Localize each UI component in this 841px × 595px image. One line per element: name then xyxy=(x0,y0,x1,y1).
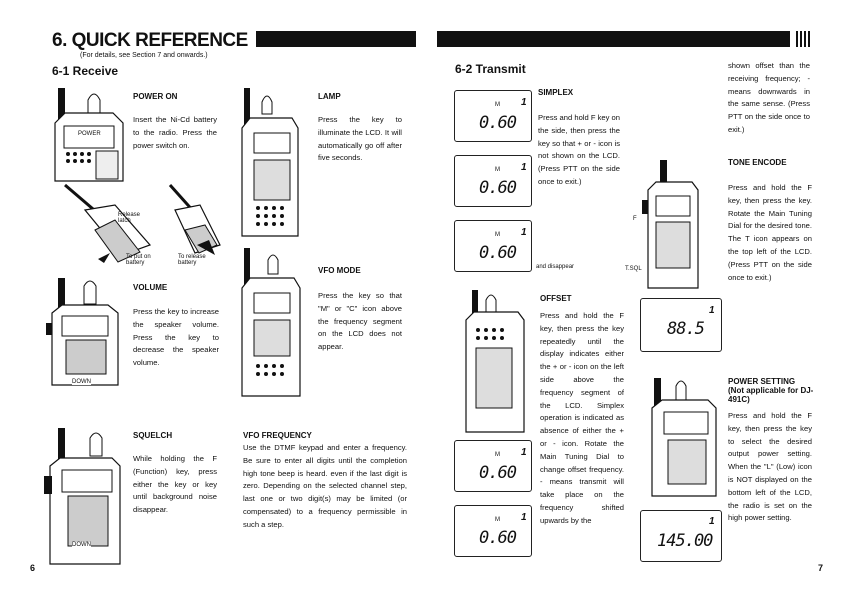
page-number-right: 7 xyxy=(818,563,824,573)
radio-illustration-power-setting xyxy=(651,378,717,497)
radio-illustration-lamp xyxy=(241,88,299,237)
label-and-disappear: and disappear xyxy=(536,264,575,270)
heading-vfo-frequency: VFO FREQUENCY xyxy=(243,431,312,440)
lcd-frequency-4: 0.60 xyxy=(479,463,517,483)
lcd-display-tone: 1 88.5 xyxy=(640,298,722,352)
text-vfo-frequency: Use the DTMF keypad and enter a frequenc… xyxy=(243,443,407,529)
lcd-display-4: M 1 0.60 xyxy=(454,440,532,492)
title-bar-right xyxy=(437,31,790,47)
page-number-left: 6 xyxy=(30,563,36,573)
radio-illustration-tone xyxy=(642,160,699,289)
heading-simplex: SIMPLEX xyxy=(538,88,574,97)
title-bar-left xyxy=(256,31,416,47)
lcd-display-5: M 1 0.60 xyxy=(454,505,532,557)
label-down-squelch: DOWN xyxy=(72,542,91,548)
text-simplex: Press and hold F key on the side, then p… xyxy=(538,113,620,186)
text-lamp: Press the key to illuminate the LCD. It … xyxy=(318,115,402,163)
lcd-m-icon: M xyxy=(495,517,500,523)
label-f-tone: F xyxy=(633,216,637,222)
lcd-display-2: M 1 0.60 xyxy=(454,155,532,207)
lcd-frequency-power: 145.00 xyxy=(657,531,713,551)
heading-power-on: POWER ON xyxy=(133,92,178,101)
label-release-latch: Release latch xyxy=(118,212,141,224)
lcd-display-1: M 1 0.60 xyxy=(454,90,532,142)
label-release-battery: To release battery xyxy=(178,254,206,266)
lcd-display-power: 1 145.00 xyxy=(640,510,722,562)
label-f-squelch: F xyxy=(45,486,49,492)
heading-offset: OFFSET xyxy=(540,294,572,303)
text-power-on: Insert the Ni-Cd battery to the radio. P… xyxy=(133,115,217,150)
radio-illustration-offset xyxy=(465,290,525,433)
heading-vfo-mode: VFO MODE xyxy=(318,266,361,275)
text-power-setting: Press and hold the F key, then press the… xyxy=(728,411,812,523)
heading-lamp: LAMP xyxy=(318,92,341,101)
lcd-display-3: M 1 0.60 xyxy=(454,220,532,272)
section-heading-transmit: 6-2 Transmit xyxy=(455,62,526,76)
lcd-m-icon: M xyxy=(495,452,500,458)
lcd-frequency-2: 0.60 xyxy=(479,178,517,198)
lcd-channel-icon: 1 xyxy=(709,516,715,527)
lcd-frequency-tone: 88.5 xyxy=(667,319,705,339)
text-squelch: While holding the F (Function) key, pres… xyxy=(133,454,217,515)
text-volume: Press the key to increase the speaker vo… xyxy=(133,307,219,368)
page-title: 6. QUICK REFERENCE xyxy=(52,30,248,51)
text-vfo-mode: Press the key so that "M" or "C" icon ab… xyxy=(318,291,402,352)
battery-illustration xyxy=(64,183,221,263)
label-put-on-battery: To put on battery xyxy=(126,254,151,266)
label-power: POWER xyxy=(78,131,101,137)
label-down-volume: DOWN xyxy=(72,379,91,385)
lcd-channel-icon: 1 xyxy=(521,447,527,458)
lcd-frequency-3: 0.60 xyxy=(479,243,517,263)
lcd-m-icon: M xyxy=(495,167,500,173)
radio-illustration-volume xyxy=(46,278,119,386)
power-setting-note: (Not applicable for DJ-491C) xyxy=(728,386,814,404)
heading-squelch: SQUELCH xyxy=(133,431,173,440)
lcd-channel-icon: 1 xyxy=(521,227,527,238)
lcd-channel-icon: 1 xyxy=(521,97,527,108)
heading-power-setting: POWER SETTING xyxy=(728,377,796,386)
heading-volume: VOLUME xyxy=(133,283,168,292)
page-subtitle: (For details, see Section 7 and onwards.… xyxy=(80,52,208,59)
text-tone-encode: Press and hold the F key, then press the… xyxy=(728,183,812,282)
lcd-m-icon: M xyxy=(495,102,500,108)
lcd-frequency-5: 0.60 xyxy=(479,528,517,548)
label-tsql: T.SQL xyxy=(625,266,642,272)
lcd-frequency-1: 0.60 xyxy=(479,113,517,133)
section-heading-receive: 6-1 Receive xyxy=(52,64,119,78)
lcd-channel-icon: 1 xyxy=(521,162,527,173)
radio-illustration-vfo xyxy=(241,248,301,397)
lcd-m-icon: M xyxy=(495,232,500,238)
radio-illustration-power xyxy=(54,88,124,182)
lcd-channel-icon: 1 xyxy=(709,305,715,316)
lcd-channel-icon: 1 xyxy=(521,512,527,523)
text-offset-continued: shown offset than the receiving frequenc… xyxy=(728,61,810,134)
title-bar-stripes xyxy=(796,31,810,47)
radio-illustration-squelch xyxy=(44,428,121,565)
heading-tone-encode: TONE ENCODE xyxy=(728,158,787,167)
text-offset: Press and hold the F key, then press the… xyxy=(540,311,624,525)
